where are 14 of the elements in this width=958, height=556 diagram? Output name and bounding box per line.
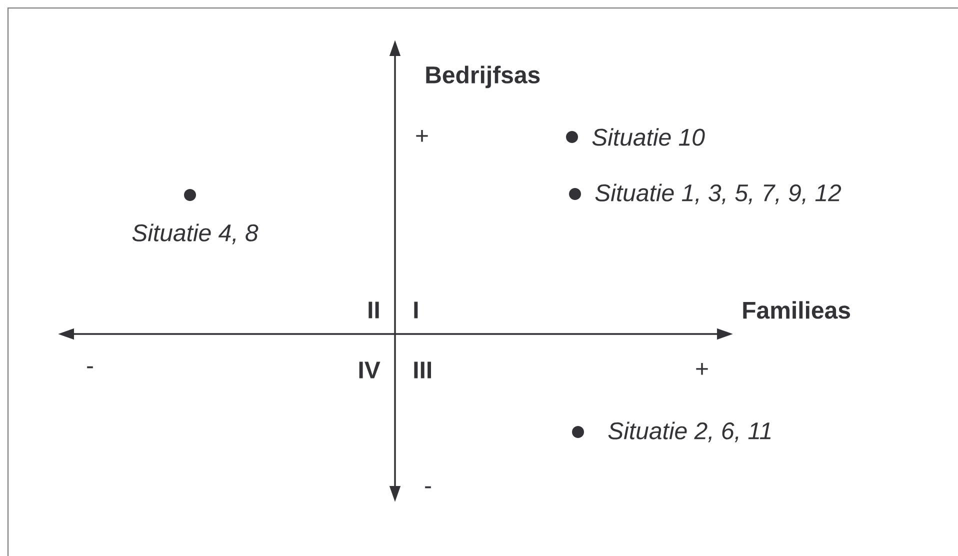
point-label: Situatie 2, 6, 11	[608, 422, 771, 442]
axis-sign: -	[425, 486, 431, 488]
quadrant-number: II	[368, 302, 379, 318]
axis-title: Familieas	[743, 301, 850, 319]
axis-sign: +	[696, 363, 708, 375]
point-label: Situatie 4, 8	[132, 224, 258, 244]
quadrant-number: III	[414, 362, 431, 378]
quadrant-number: IV	[359, 362, 380, 378]
axis-sign: -	[87, 366, 93, 368]
point-label: Situatie 1, 3, 5, 7, 9, 12	[595, 184, 842, 204]
axis-title: Bedrijfsas	[426, 66, 540, 88]
quadrant-number: I	[414, 302, 418, 318]
point-label: Situatie 10	[592, 128, 705, 146]
axis-sign: +	[416, 130, 428, 142]
